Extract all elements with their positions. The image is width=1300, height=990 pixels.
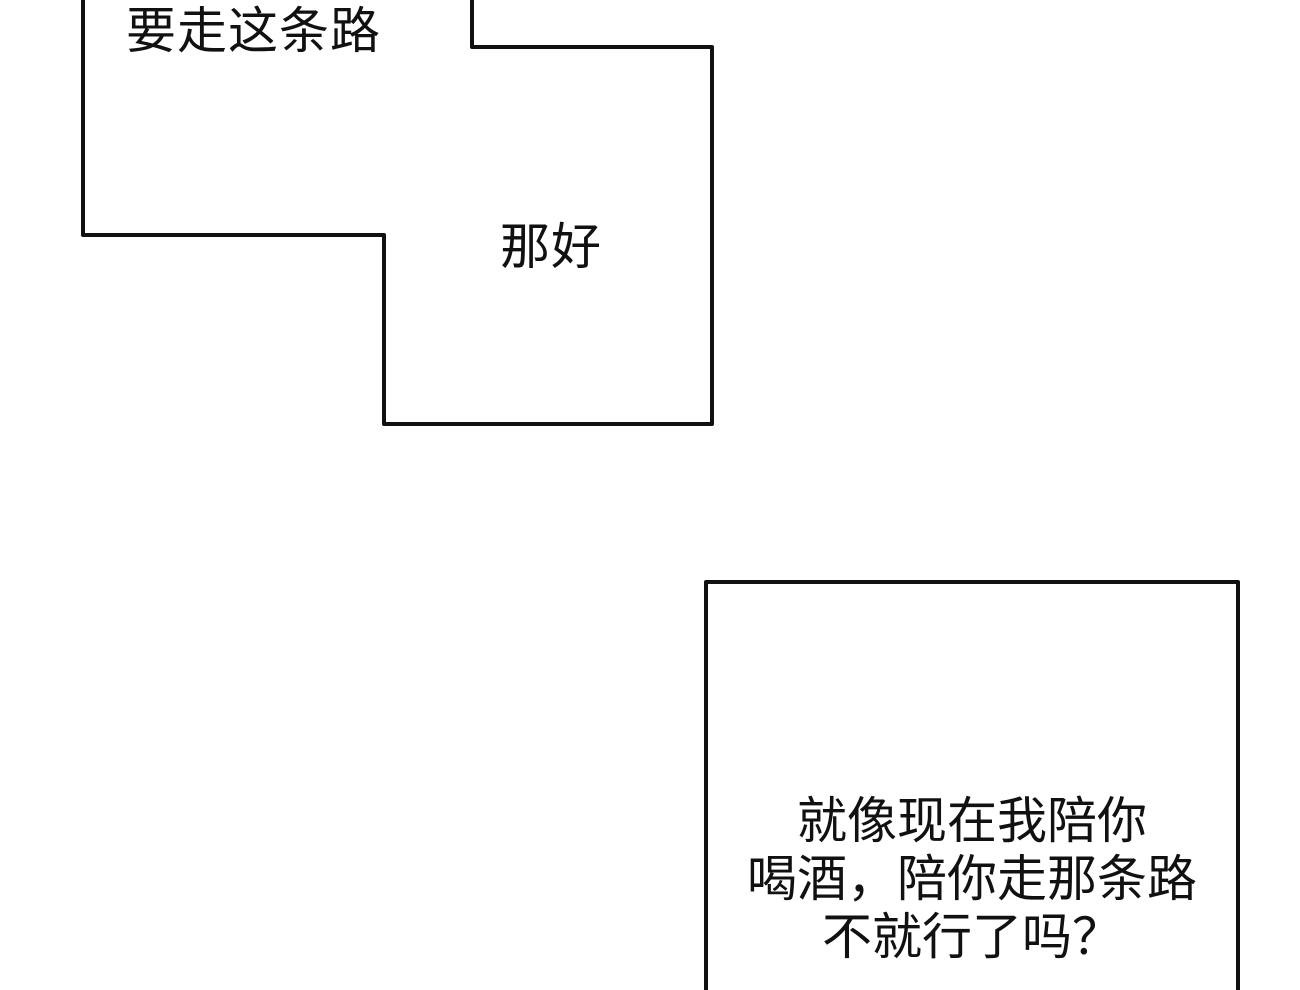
- speech-box-lower-outline: [704, 580, 1240, 990]
- dialogue-line-3: 不就行了吗？: [822, 908, 1122, 966]
- speech-box-upper-outline: [81, 0, 714, 426]
- dialogue-text-lower: 就像现在我陪你 喝酒，陪你走那条路 不就行了吗？: [706, 792, 1238, 966]
- dialogue-text-upper: 要走这条路: [126, 2, 381, 60]
- dialogue-text-reply: 那好: [500, 218, 602, 276]
- dialogue-line-1: 就像现在我陪你: [797, 792, 1147, 850]
- dialogue-line-2: 喝酒，陪你走那条路: [747, 850, 1197, 908]
